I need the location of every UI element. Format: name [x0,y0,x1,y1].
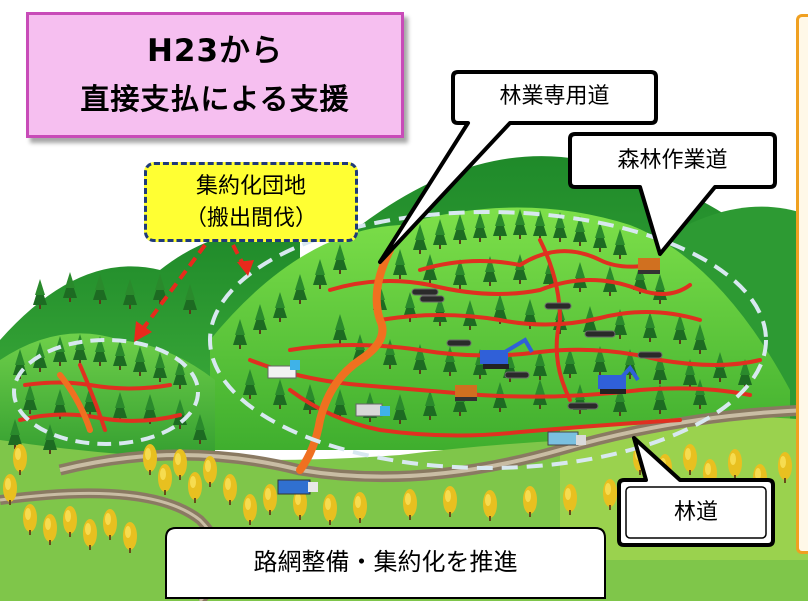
special-road-left [57,372,93,433]
truck-logs [355,403,390,417]
forwarder-2 [638,258,660,274]
log-piles [411,288,663,410]
cluster-ellipse-main [208,210,768,470]
special-road-line [296,246,394,474]
cluster-label-line-1: 集約化団地 [195,174,306,199]
excavator-2 [598,364,640,394]
truck-white [267,360,300,379]
arrowhead-left [134,321,152,342]
callout-bottom-bubble [165,527,606,599]
truck-road-right [547,431,586,446]
excavator-1 [480,337,534,369]
title-line-1: H23から [146,33,284,69]
work-road-network [248,238,762,438]
truck-road-left [277,479,318,495]
bottom-banner-label: 路網整備・集約化を推進 [253,548,518,576]
cluster-label-box: 集約化団地 （搬出間伐） [144,162,358,242]
title-box: H23から 直接支払による支援 [26,12,404,138]
forest-road-label: 林道 [673,500,718,525]
forwarder-1 [455,385,477,401]
callout-forest-road-bubble [617,436,775,547]
arrowhead-right [237,260,254,276]
callout-work-road-bubble [568,132,777,256]
callout-special-road-bubble [378,70,658,264]
work-road-left [18,363,182,432]
callout-forest-road-inner [625,486,767,539]
work-road-label: 森林作業道 [617,148,728,173]
special-road-label: 林業専用道 [499,84,610,109]
cluster-label-line-2: （搬出間伐） [184,206,317,231]
title-line-2: 直接支払による支援 [80,82,350,116]
cluster-ellipse-left [12,338,200,446]
side-panel-edge [796,14,808,554]
